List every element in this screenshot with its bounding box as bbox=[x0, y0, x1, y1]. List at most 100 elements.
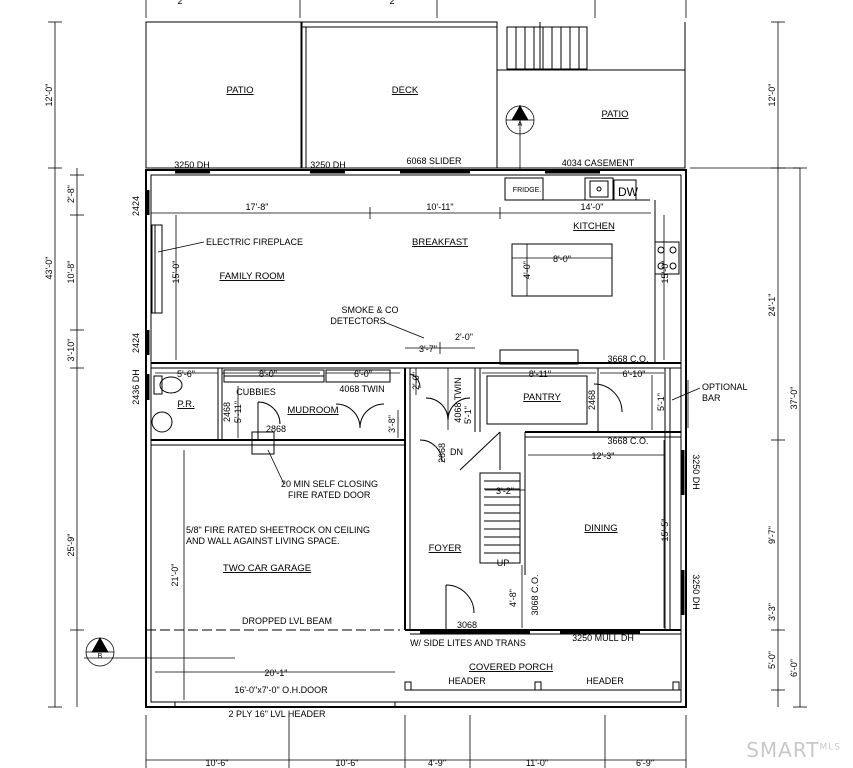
dim-right-3-3: 3'-3" bbox=[767, 603, 777, 621]
note-smoke-co-1: SMOKE & CO bbox=[341, 305, 398, 315]
dim-10-11: 10'-11" bbox=[426, 202, 453, 212]
dim-5-11: 5'-11" bbox=[233, 401, 243, 423]
note-optional: OPTIONAL bbox=[702, 382, 748, 392]
dim-bar-5-1: 5'-1" bbox=[656, 393, 666, 411]
room-family-room: FAMILY ROOM bbox=[219, 271, 284, 282]
note-header-2: HEADER bbox=[586, 676, 624, 686]
dim-3-2: 3'-2" bbox=[496, 486, 514, 496]
dim-15-5: 15'-5" bbox=[660, 519, 670, 542]
room-kitchen: KITCHEN bbox=[573, 221, 615, 232]
note-bar: BAR bbox=[702, 393, 721, 403]
dim-right-24-1: 24'-1" bbox=[767, 294, 777, 317]
dim-2-0-vertical: 2'-0" bbox=[411, 372, 421, 390]
note-sheetrock-2: AND WALL AGAINST LIVING SPACE. bbox=[186, 536, 340, 546]
dim-bottom-10-6a: 10'-6" bbox=[206, 758, 229, 768]
door-2468-pantry: 2468 bbox=[587, 390, 597, 410]
dim-21-0: 21'-0" bbox=[170, 564, 180, 587]
cubbies-label: CUBBIES bbox=[236, 387, 276, 397]
top-number-mid: 2 bbox=[389, 0, 394, 6]
opening-3068-co: 3068 C.O. bbox=[530, 574, 540, 615]
dim-3-8: 3'-8" bbox=[387, 415, 397, 433]
window-2436-dh: 2436 DH bbox=[131, 369, 141, 405]
window-3250-dh-dining-1: 3250 DH bbox=[691, 454, 701, 490]
top-number-left: 2 bbox=[177, 0, 182, 6]
dim-12-3: 12'-3" bbox=[592, 451, 615, 461]
stair-dn: DN bbox=[450, 447, 463, 457]
dim-cubbies-8-0: 8'-0" bbox=[259, 369, 277, 379]
dim-20-1: 20'-1" bbox=[265, 668, 288, 678]
dim-kitchen-15-0: 15'-0" bbox=[660, 261, 670, 284]
dim-right-9-7: 9'-7" bbox=[767, 526, 777, 544]
room-pantry: PANTRY bbox=[523, 392, 561, 403]
dim-17-8: 17'-8" bbox=[246, 202, 269, 212]
room-patio-left: PATIO bbox=[226, 85, 253, 96]
note-fire-door-2: FIRE RATED DOOR bbox=[288, 490, 371, 500]
window-3250-mull-dh: 3250 MULL DH bbox=[572, 633, 634, 643]
dim-14-0: 14'-0" bbox=[581, 202, 604, 212]
smart-mls-watermark: SMARTMLS bbox=[746, 738, 841, 762]
room-foyer: FOYER bbox=[429, 543, 462, 554]
note-electric-fireplace: ELECTRIC FIREPLACE bbox=[206, 237, 303, 247]
fridge-label: FRIDGE. bbox=[513, 187, 541, 194]
room-dining: DINING bbox=[584, 523, 617, 534]
dim-right-6-0: 6'-0" bbox=[789, 659, 799, 677]
dim-bottom-11-0: 11'-0" bbox=[526, 758, 548, 768]
dim-6-0: 6'-0" bbox=[354, 369, 372, 379]
note-sheetrock-1: 5/8" FIRE RATED SHEETROCK ON CEILING bbox=[186, 525, 370, 535]
dim-bottom-4-9: 4'-9" bbox=[428, 758, 446, 768]
room-pr: P.R. bbox=[177, 399, 194, 410]
dim-island-4-0: 4'-0" bbox=[522, 261, 532, 279]
dim-2-0: 2'-0" bbox=[455, 332, 473, 342]
note-smoke-co-2: DETECTORS bbox=[330, 316, 385, 326]
deck-stairs bbox=[506, 26, 588, 70]
room-patio-right: PATIO bbox=[601, 109, 628, 120]
dishwasher-label: DW bbox=[618, 185, 639, 199]
note-side-lites: W/ SIDE LITES AND TRANS bbox=[410, 638, 526, 648]
dim-family-15-0: 15'-0" bbox=[171, 261, 181, 284]
note-header-1: HEADER bbox=[448, 676, 486, 686]
note-dropped-lvl-beam: DROPPED LVL BEAM bbox=[242, 616, 332, 626]
window-2424-bottom: 2424 bbox=[131, 333, 141, 353]
window-3250-dh-2: 3250 DH bbox=[310, 160, 346, 170]
dim-left-25-9: 25'-9" bbox=[66, 534, 76, 557]
dim-left-43-0: 43'-0" bbox=[44, 257, 54, 280]
dim-right-12-0: 12'-0" bbox=[767, 84, 777, 107]
dim-island-8-0: 8'-0" bbox=[553, 254, 571, 264]
room-covered-porch: COVERED PORCH bbox=[469, 662, 553, 673]
dim-right-37-0: 37'-0" bbox=[789, 387, 799, 410]
room-two-car-garage: TWO CAR GARAGE bbox=[223, 563, 311, 574]
section-tag-a: A bbox=[518, 121, 523, 128]
door-2868: 2868 bbox=[266, 424, 286, 434]
overhead-door: 16'-0"x7'-0" O.H.DOOR bbox=[234, 685, 328, 695]
note-lvl-header: 2 PLY 16" LVL HEADER bbox=[229, 709, 326, 719]
room-mudroom: MUDROOM bbox=[287, 405, 338, 416]
dim-bottom-6-9: 6'-9" bbox=[636, 758, 654, 768]
dim-6-10: 6'-10" bbox=[623, 369, 646, 379]
dim-8-11: 8'-11" bbox=[529, 369, 551, 379]
dim-right-5-0: 5'-0" bbox=[767, 651, 777, 669]
dim-left-10-8: 10'-8" bbox=[66, 261, 76, 284]
door-2468-pr: 2468 bbox=[222, 402, 232, 422]
door-2668: 2668 bbox=[437, 443, 447, 463]
door-3068: 3068 bbox=[457, 620, 477, 630]
dim-left-12-0: 12'-0" bbox=[44, 84, 54, 107]
opening-3668-co-dining: 3668 C.O. bbox=[607, 436, 648, 446]
note-fire-door-1: 20 MIN SELF CLOSING bbox=[281, 479, 378, 489]
dim-4-8: 4'-8" bbox=[508, 589, 518, 607]
dim-pantry-5-1: 5'-1" bbox=[463, 406, 473, 424]
opening-3668-co-top: 3668 C.O. bbox=[607, 354, 648, 364]
dim-5-6: 5'-6" bbox=[177, 369, 195, 379]
dim-left-3-10: 3'-10" bbox=[66, 339, 76, 362]
door-4068-twin-vertical: 4068 TWIN bbox=[453, 377, 463, 422]
dim-left-2-8: 2'-8" bbox=[66, 185, 76, 203]
stair-up: UP bbox=[497, 558, 510, 568]
window-3250-dh-dining-2: 3250 DH bbox=[691, 574, 701, 610]
section-tag-b: B bbox=[98, 653, 103, 660]
door-6068-slider: 6068 SLIDER bbox=[406, 156, 462, 166]
dim-3-7: 3'-7" bbox=[419, 344, 437, 354]
window-3250-dh-1: 3250 DH bbox=[174, 160, 210, 170]
room-breakfast: BREAKFAST bbox=[412, 237, 468, 248]
window-2424-top: 2424 bbox=[131, 196, 141, 216]
door-4068-twin: 4068 TWIN bbox=[339, 384, 384, 394]
